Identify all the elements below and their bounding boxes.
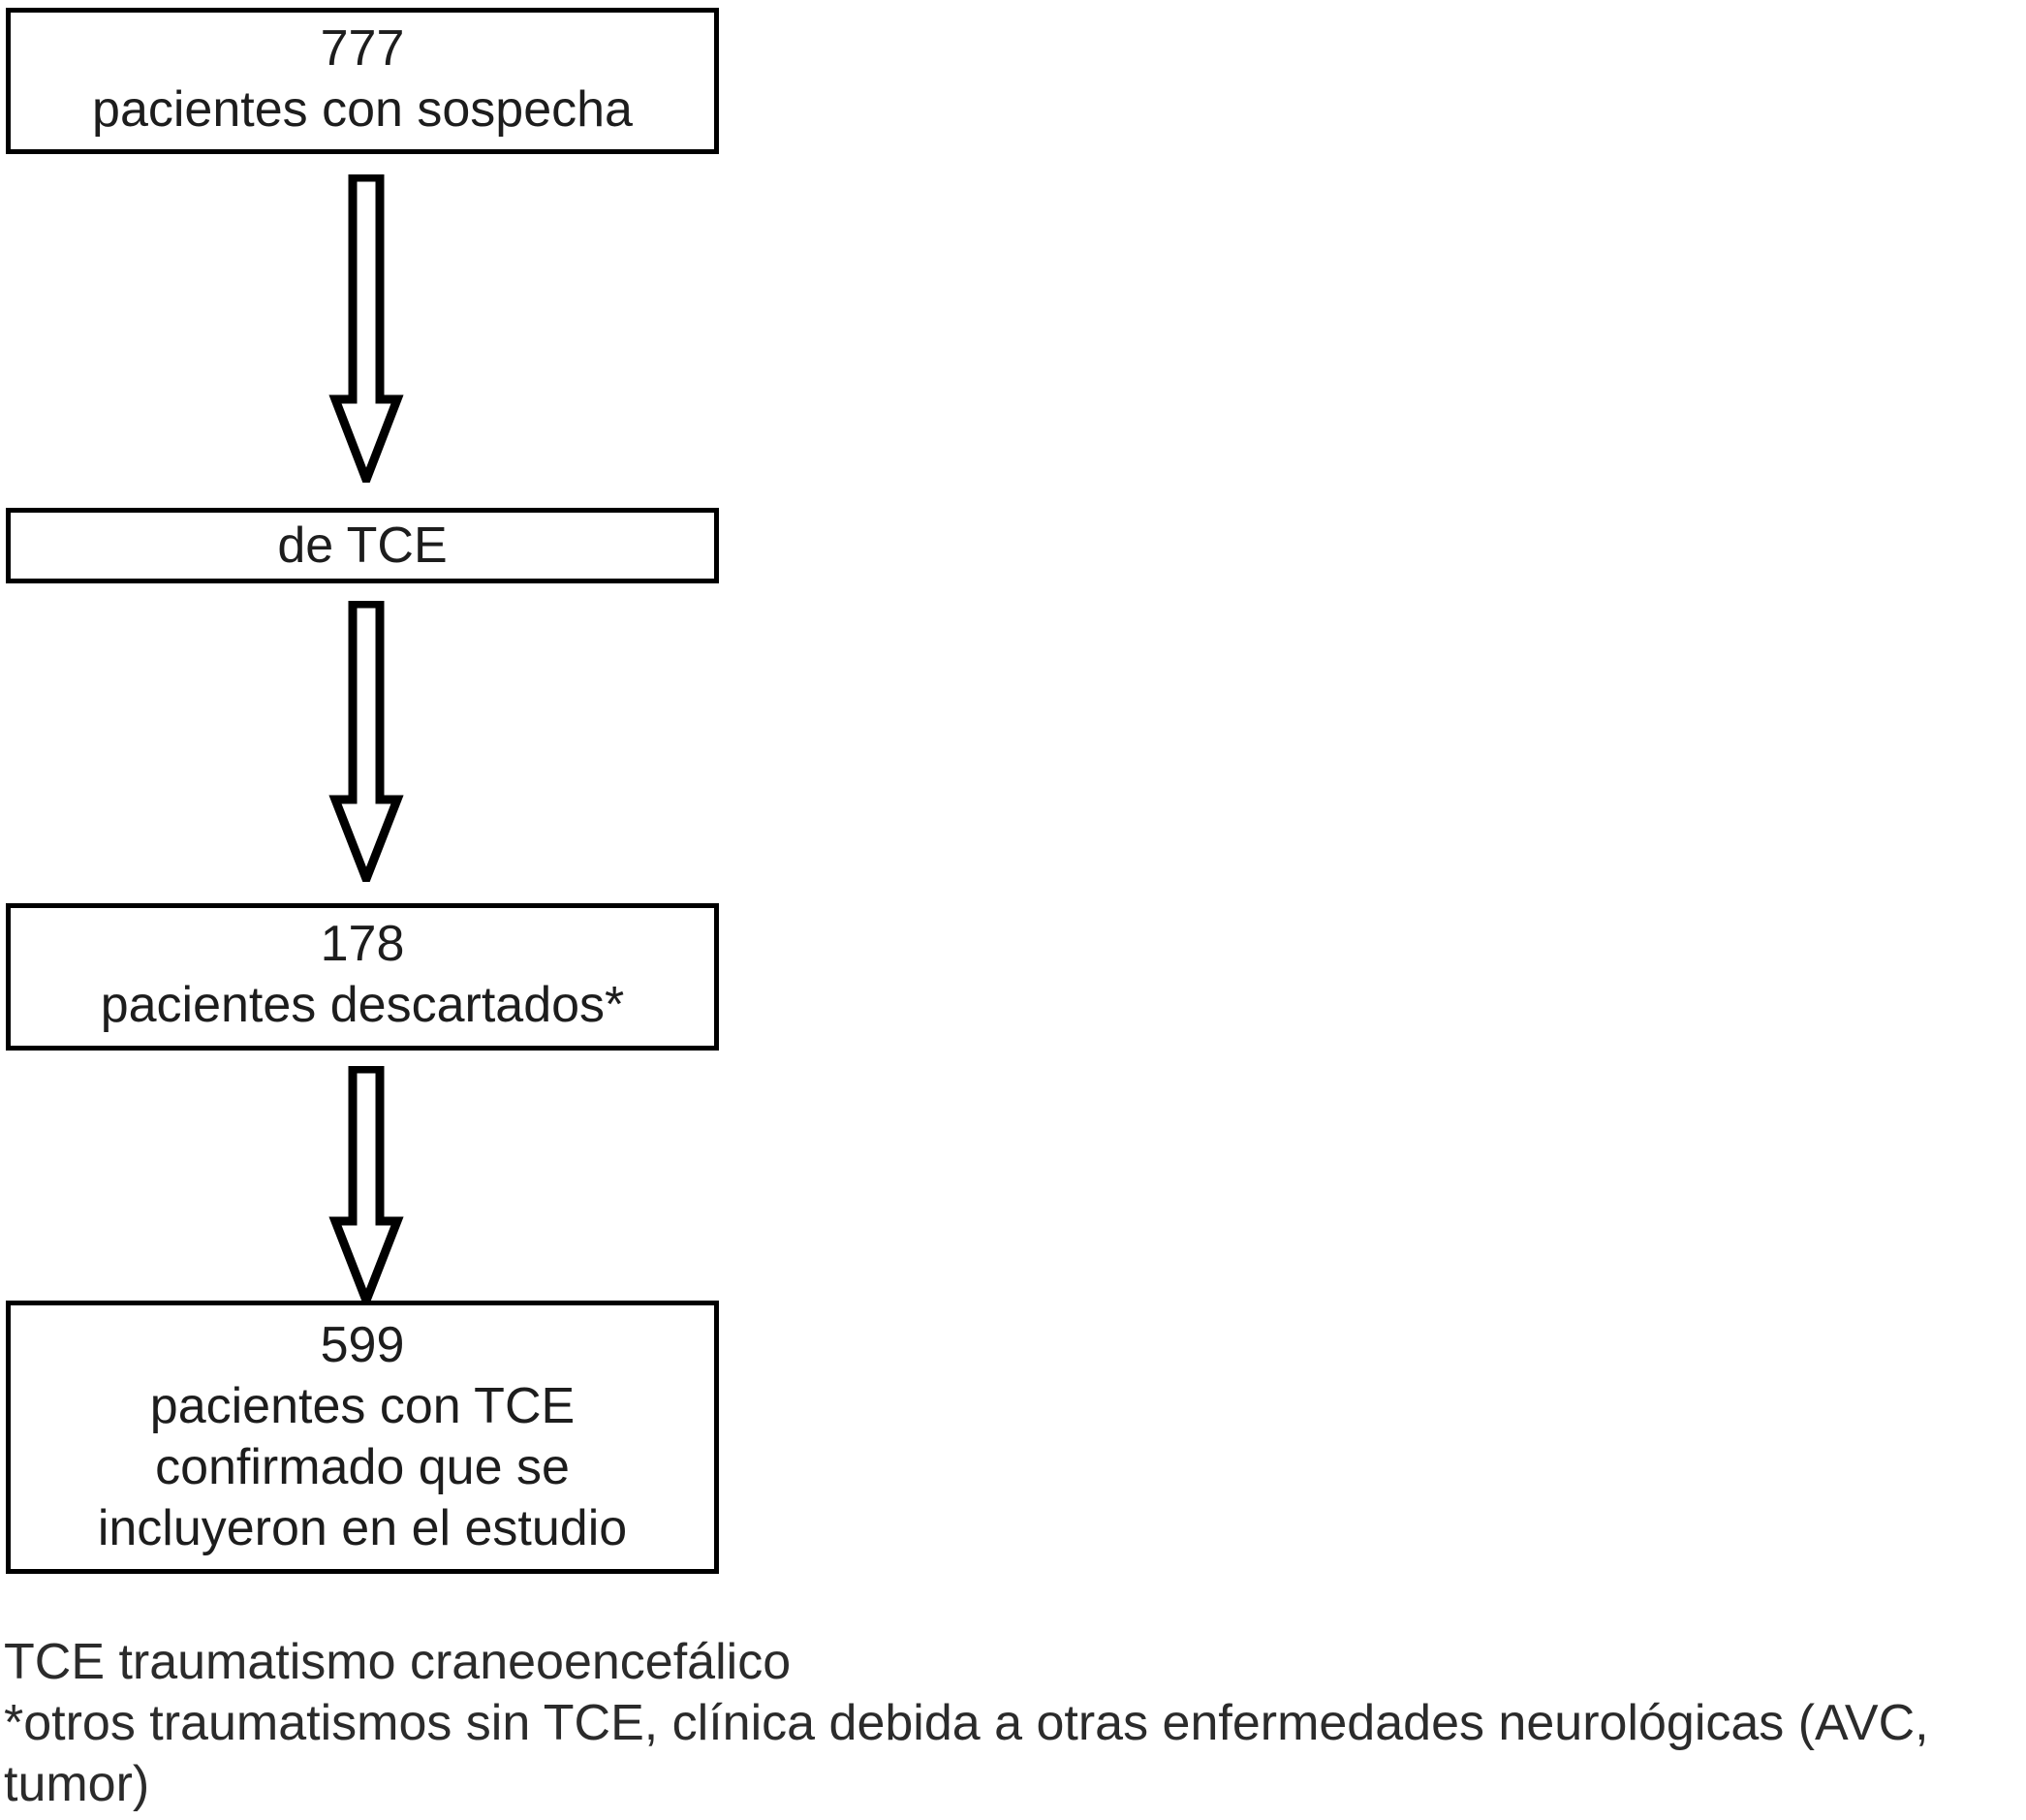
flow-node-text: 599 pacientes con TCE confirmado que se … [98, 1315, 627, 1559]
flow-node-count: 777 [320, 19, 405, 77]
footnote-abbreviation: TCE traumatismo craneoencefálico [4, 1634, 792, 1690]
flow-node-label-line-2: confirmado que se [155, 1439, 570, 1495]
flow-node-text: de TCE [277, 516, 447, 577]
flow-arrow-down-1 [327, 174, 405, 483]
flow-node-text: 777 pacientes con sospecha [92, 18, 633, 141]
flow-node-count: 599 [320, 1317, 405, 1373]
flow-arrow-down-2 [327, 601, 405, 882]
flow-node-label-line-1: pacientes con TCE [149, 1378, 576, 1434]
flow-node-count: 178 [320, 916, 405, 972]
flow-node-text: 178 pacientes descartados* [101, 914, 625, 1036]
figure-footnotes: TCE traumatismo craneoencefálico *otros … [4, 1632, 2024, 1815]
flow-node-included-patients: 599 pacientes con TCE confirmado que se … [6, 1301, 719, 1574]
flow-node-excluded-patients: 178 pacientes descartados* [6, 903, 719, 1051]
flow-node-label: pacientes con sospecha [92, 80, 633, 138]
flow-node-suspected-tbi: 777 pacientes con sospecha [6, 8, 719, 154]
flow-node-label-line-3: incluyeron en el estudio [97, 1500, 628, 1556]
flow-node-label: pacientes descartados* [100, 977, 625, 1033]
flow-arrow-down-3 [327, 1066, 405, 1303]
footnote-asterisk-line-2: tumor) [4, 1756, 150, 1812]
flow-node-of-tbi: de TCE [6, 508, 719, 583]
footnote-asterisk-line-1: *otros traumatismos sin TCE, clínica deb… [4, 1695, 1929, 1751]
flow-node-label: de TCE [277, 517, 448, 574]
